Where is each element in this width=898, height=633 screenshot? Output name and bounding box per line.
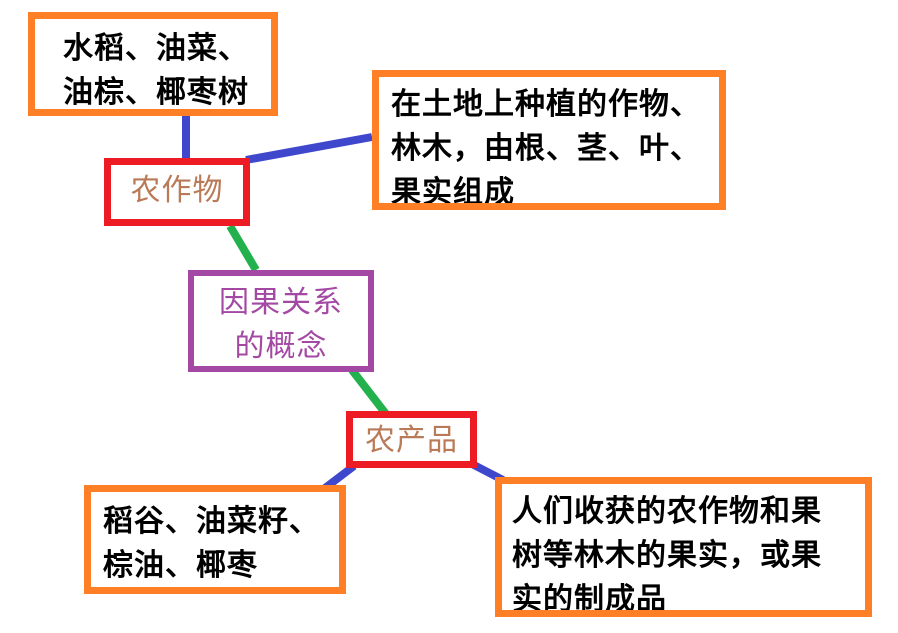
crop-examples-box: 水稻、油菜、 油棕、椰枣树 bbox=[28, 12, 278, 116]
center-concept-node: 因果关系 的概念 bbox=[188, 270, 374, 372]
connector-center-to-product bbox=[348, 367, 390, 417]
product-examples-text: 稻谷、油菜籽、 棕油、椰枣 bbox=[103, 504, 320, 583]
product-definition-text: 人们收获的农作物和果 树等林木的果实，或果 实的制成品 bbox=[512, 494, 822, 617]
product-label: 农产品 bbox=[365, 423, 458, 458]
product-definition-box: 人们收获的农作物和果 树等林木的果实，或果 实的制成品 bbox=[495, 477, 872, 617]
product-examples-box: 稻谷、油菜籽、 棕油、椰枣 bbox=[84, 485, 346, 594]
product-node: 农产品 bbox=[346, 411, 477, 468]
center-concept-label: 因果关系 的概念 bbox=[219, 285, 343, 364]
crop-definition-text: 在土地上种植的作物、 林木，由根、茎、叶、 果实组成 bbox=[391, 87, 701, 210]
crop-examples-text: 水稻、油菜、 油棕、椰枣树 bbox=[63, 31, 249, 110]
crop-definition-box: 在土地上种植的作物、 林木，由根、茎、叶、 果实组成 bbox=[372, 70, 726, 210]
crop-node: 农作物 bbox=[104, 158, 250, 226]
connector-crop-to-center bbox=[226, 223, 260, 273]
connector-crop-to-definition bbox=[245, 133, 373, 164]
connector-product-to-examples bbox=[322, 462, 357, 492]
crop-label: 农作物 bbox=[130, 173, 224, 208]
